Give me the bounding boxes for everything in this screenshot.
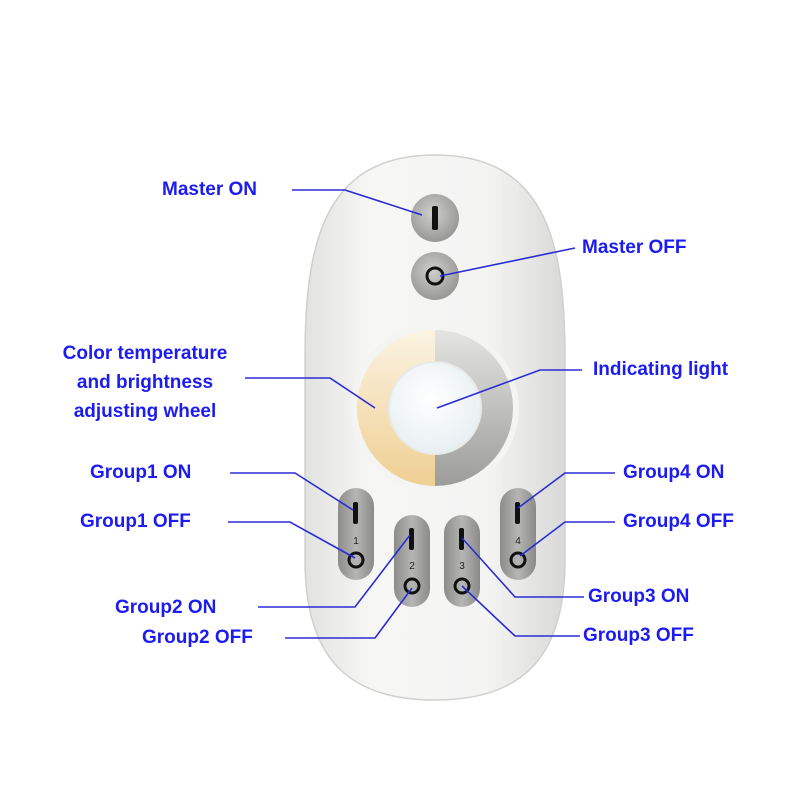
leader-group2-on bbox=[258, 534, 411, 608]
group3-buttons: 3 bbox=[444, 515, 480, 607]
label-wheel-line2: and brightness bbox=[76, 372, 214, 393]
label-group2-off: Group2 OFF bbox=[142, 627, 253, 648]
group3-number: 3 bbox=[459, 561, 465, 572]
group1-number: 1 bbox=[353, 536, 359, 547]
label-group1-on: Group1 ON bbox=[90, 462, 192, 483]
master-off-button[interactable] bbox=[411, 252, 459, 300]
label-wheel: Color temperature and brightness adjusti… bbox=[30, 339, 260, 426]
on-bar-icon bbox=[432, 206, 438, 230]
leader-lines bbox=[228, 189, 615, 639]
group4-buttons: 4 bbox=[500, 488, 536, 580]
label-master-off: Master OFF bbox=[582, 237, 687, 258]
group1-on-button[interactable] bbox=[353, 502, 358, 524]
label-wheel-line1: Color temperature bbox=[62, 343, 228, 364]
group3-on-button[interactable] bbox=[459, 528, 464, 550]
master-on-button[interactable] bbox=[411, 194, 459, 242]
group2-on-button[interactable] bbox=[409, 528, 414, 550]
label-wheel-line3: adjusting wheel bbox=[73, 401, 217, 422]
label-group4-on: Group4 ON bbox=[623, 462, 725, 483]
leader-group3-off bbox=[461, 585, 580, 637]
group1-buttons: 1 bbox=[338, 488, 374, 580]
label-group4-off: Group4 OFF bbox=[623, 511, 734, 532]
group4-off-button[interactable] bbox=[509, 551, 527, 569]
label-master-on: Master ON bbox=[162, 179, 258, 200]
color-temperature-wheel[interactable] bbox=[351, 324, 519, 492]
group4-on-button[interactable] bbox=[515, 502, 520, 524]
leader-group3-on bbox=[461, 537, 584, 598]
leader-group4-on bbox=[517, 472, 615, 509]
leader-wheel bbox=[245, 377, 376, 409]
leader-group4-off bbox=[519, 521, 615, 557]
leader-group1-on bbox=[230, 472, 354, 511]
group2-off-button[interactable] bbox=[403, 577, 421, 595]
group3-off-button[interactable] bbox=[453, 577, 471, 595]
label-group3-off: Group3 OFF bbox=[583, 625, 694, 646]
label-group1-off: Group1 OFF bbox=[80, 511, 191, 532]
group2-buttons: 2 bbox=[394, 515, 430, 607]
group4-number: 4 bbox=[515, 536, 521, 547]
leader-group1-off bbox=[228, 521, 356, 559]
group1-off-button[interactable] bbox=[347, 551, 365, 569]
leader-indicator bbox=[436, 369, 582, 409]
leader-master-on bbox=[292, 189, 423, 216]
leader-group2-off bbox=[285, 587, 413, 639]
label-indicating-light: Indicating light bbox=[593, 359, 729, 380]
group2-number: 2 bbox=[409, 561, 415, 572]
label-group3-on: Group3 ON bbox=[588, 586, 690, 607]
label-group2-on: Group2 ON bbox=[115, 597, 217, 618]
indicating-light bbox=[388, 361, 482, 455]
leader-master-off bbox=[439, 247, 576, 277]
